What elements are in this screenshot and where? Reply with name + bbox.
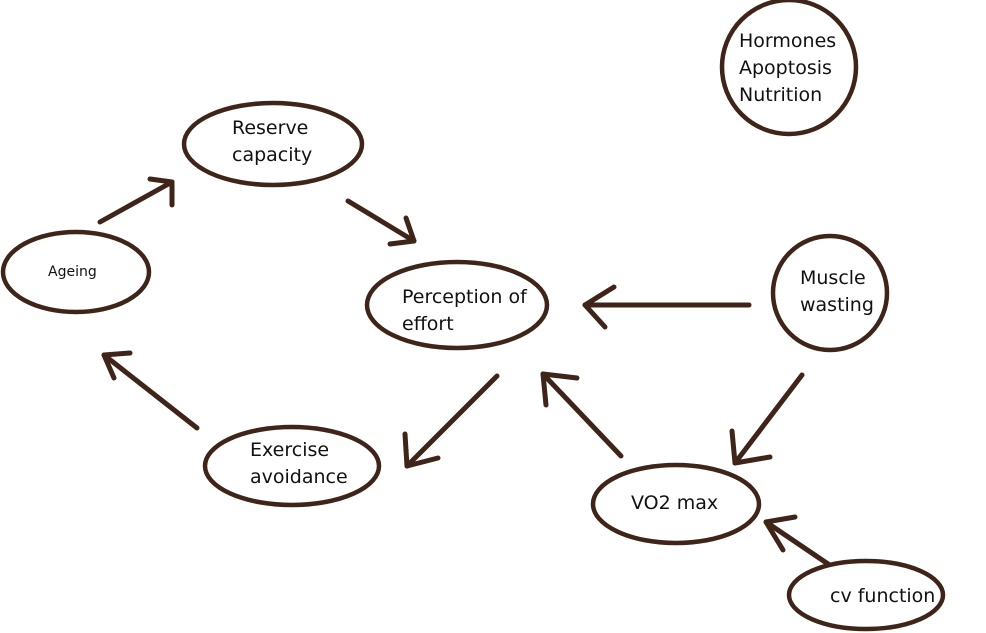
edge-cv-to-vo2: [763, 514, 834, 569]
node-ageing-label: Ageing: [48, 259, 97, 286]
node-cv-label: cv function: [830, 583, 935, 610]
edge-muscle-to-vo2: [729, 372, 805, 466]
edge-exercise-to-ageing: [101, 350, 200, 431]
node-hormones-label: Hormones Apoptosis Nutrition: [739, 28, 836, 109]
node-reserve-line-1: Reserve: [232, 117, 309, 139]
edge-reserve-to-perception: [345, 198, 417, 247]
node-hormones-apoptosis-nutrition[interactable]: [719, 0, 859, 137]
edge-vo2-to-perception: [540, 371, 624, 459]
edge-muscle-to-perception: [582, 284, 752, 330]
node-muscle-line-1: Muscle: [800, 267, 866, 289]
edge-perception-to-exercise: [402, 373, 500, 469]
node-vo2-line-1: VO2 max: [631, 492, 719, 514]
node-cv-function[interactable]: [786, 558, 946, 632]
node-exercise-line-2: avoidance: [250, 466, 348, 488]
node-exercise-line-1: Exercise: [250, 439, 330, 461]
node-perception-line-2: effort: [402, 313, 454, 335]
node-perception-of-effort[interactable]: [364, 259, 550, 351]
node-vo2-max[interactable]: [590, 462, 762, 546]
node-perception-label: Perception of effort: [402, 284, 527, 338]
node-muscle-line-2: wasting: [800, 294, 874, 316]
node-reserve-line-2: capacity: [232, 144, 313, 166]
node-muscle-wasting[interactable]: [770, 233, 890, 353]
node-vo2-label: VO2 max: [631, 490, 718, 517]
node-exercise-avoidance[interactable]: [202, 424, 382, 508]
node-cv-line-1: cv function: [830, 585, 936, 607]
node-hormones-line-1: Hormones: [739, 30, 837, 52]
node-hormones-line-3: Nutrition: [739, 84, 823, 106]
node-hormones-line-2: Apoptosis: [739, 57, 832, 79]
node-perception-line-1: Perception of: [402, 286, 527, 308]
node-reserve-capacity-label: Reserve capacity: [232, 115, 312, 169]
node-ageing[interactable]: [0, 229, 152, 315]
node-ageing-line-1: Ageing: [48, 264, 97, 280]
edges: [97, 176, 834, 569]
node-muscle-label: Muscle wasting: [800, 265, 874, 319]
node-exercise-label: Exercise avoidance: [250, 437, 348, 491]
edge-ageing-to-reserve: [97, 176, 175, 225]
node-reserve-capacity[interactable]: [181, 100, 365, 188]
